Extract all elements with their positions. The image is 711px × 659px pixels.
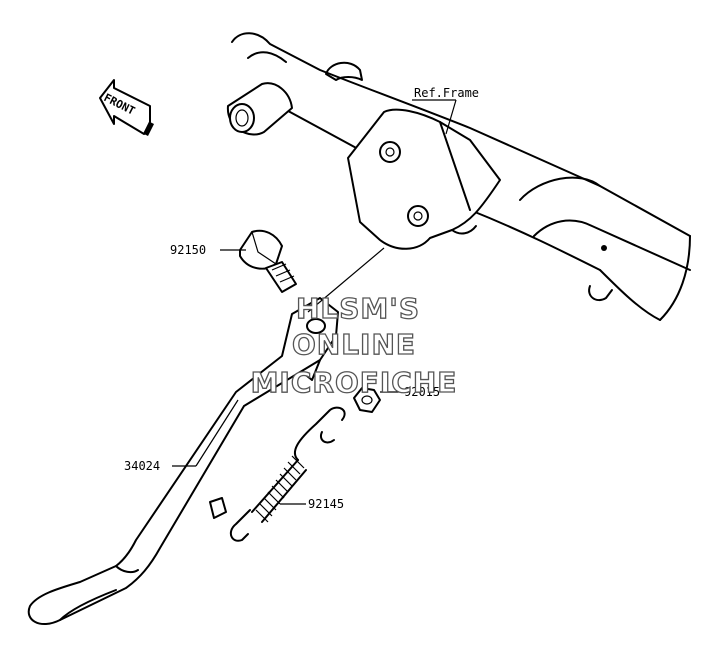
watermark-line-1: HLSM'S — [296, 292, 420, 325]
label-side-stand: 34024 — [124, 459, 160, 473]
leader-lines — [172, 99, 457, 505]
side-stand-part — [27, 297, 339, 625]
watermark: HLSM'S ONLINE MICROFICHE — [250, 291, 458, 399]
label-ref-frame: Ref.Frame — [414, 86, 479, 100]
frame-part — [226, 32, 691, 321]
bolt-part — [239, 229, 297, 293]
label-bolt: 92150 — [170, 243, 206, 257]
nut-part — [353, 387, 381, 413]
spring-coils — [251, 455, 307, 523]
spring-part — [229, 406, 346, 542]
watermark-line-3: MICROFICHE — [251, 366, 458, 399]
label-nut: 92015 — [404, 385, 440, 399]
front-arrow-icon: FRONT — [99, 79, 154, 136]
watermark-line-2: ONLINE — [292, 328, 416, 361]
label-spring: 92145 — [308, 497, 344, 511]
